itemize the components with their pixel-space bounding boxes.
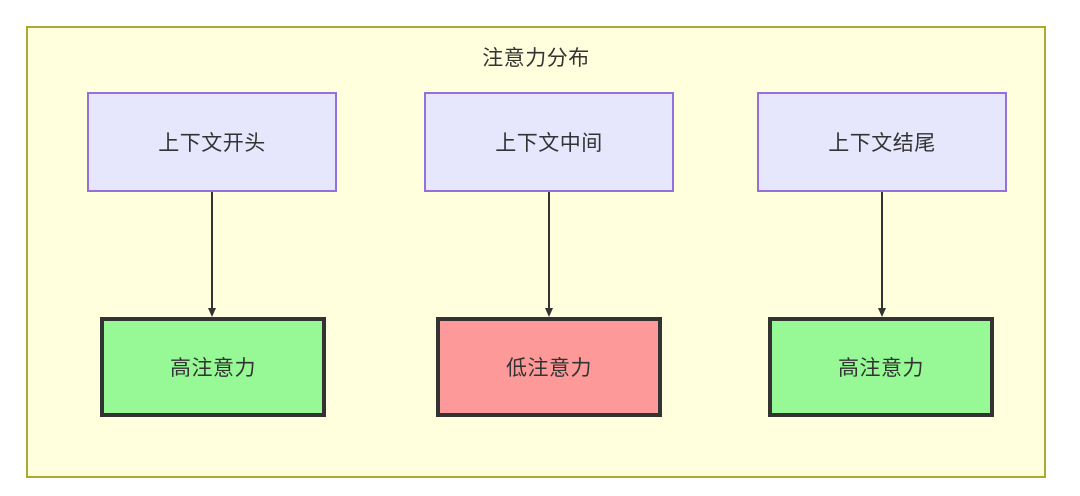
node-label: 高注意力 — [838, 357, 924, 380]
node-context-middle[interactable]: 上下文中间 — [424, 92, 674, 192]
node-label: 上下文中间 — [495, 132, 603, 155]
node-high-attention-start[interactable]: 高注意力 — [100, 317, 326, 417]
node-label: 高注意力 — [170, 357, 256, 380]
node-context-start[interactable]: 上下文开头 — [87, 92, 337, 192]
node-label: 上下文开头 — [158, 132, 266, 155]
subgraph-title: 注意力分布 — [482, 47, 590, 70]
node-high-attention-end[interactable]: 高注意力 — [768, 317, 994, 417]
node-low-attention-middle[interactable]: 低注意力 — [436, 317, 662, 417]
node-label: 上下文结尾 — [828, 132, 936, 155]
node-label: 低注意力 — [506, 357, 592, 380]
node-context-end[interactable]: 上下文结尾 — [757, 92, 1007, 192]
